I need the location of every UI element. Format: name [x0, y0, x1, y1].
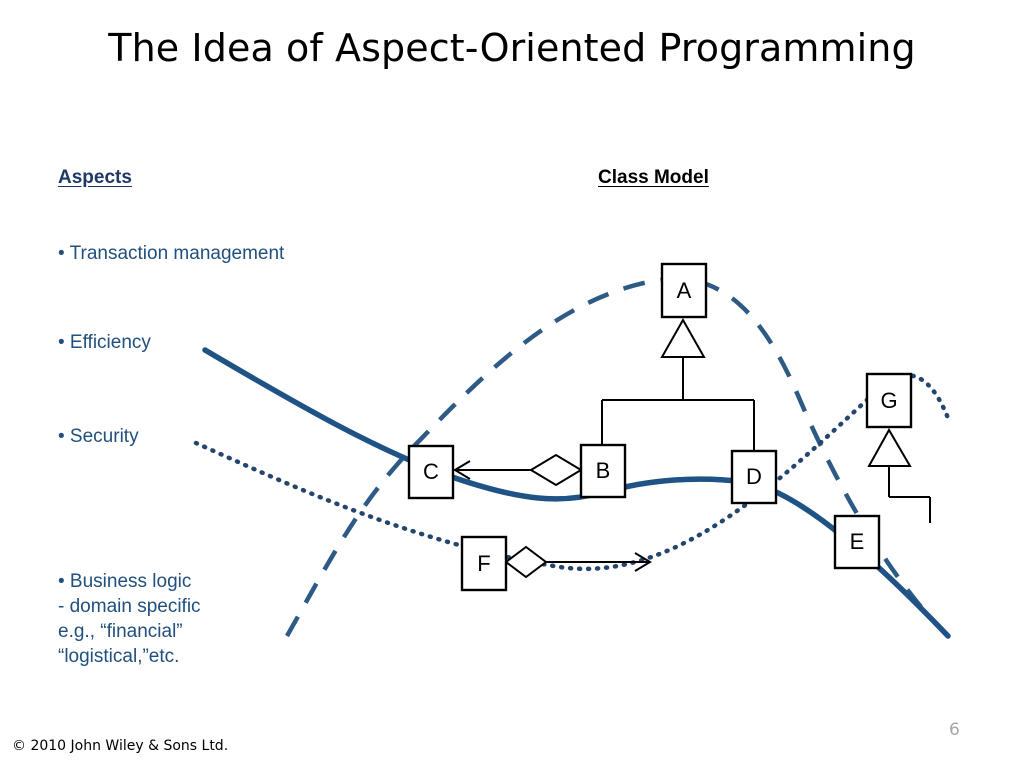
- solid-aspect-curve: [202, 347, 951, 639]
- aggregation-diamond-icon: [504, 545, 548, 579]
- aggregation-b-to-c: [453, 453, 583, 487]
- class-box-rect[interactable]: [833, 514, 881, 570]
- open-arrowhead-icon: [634, 552, 652, 572]
- class-box-label: D: [746, 464, 762, 489]
- class-box-label: F: [477, 551, 490, 576]
- aspect-list-item: • Efficiency: [58, 332, 151, 353]
- class-box-d[interactable]: D: [730, 449, 778, 505]
- class-box-rect[interactable]: [865, 372, 913, 429]
- class-box-rect[interactable]: [407, 444, 455, 500]
- class-box-label: B: [596, 458, 611, 483]
- class-box-rect[interactable]: [579, 443, 627, 499]
- page-title: The Idea of Aspect-Oriented Programming: [108, 26, 916, 70]
- class-box-e[interactable]: E: [833, 514, 881, 570]
- aspect-list-item: • Transaction management: [58, 243, 285, 264]
- class-box-b[interactable]: B: [579, 443, 627, 499]
- inheritance-triangle-icon: [867, 427, 912, 467]
- dashed-aspect-curve: [285, 276, 950, 638]
- aspect-list-item: • Security: [58, 426, 139, 447]
- class-box-label: E: [850, 529, 865, 554]
- class-box-rect[interactable]: [460, 535, 508, 592]
- class-box-g[interactable]: G: [865, 372, 913, 429]
- generalization-a-bd: [601, 317, 755, 451]
- aspect-list-item: • Business logic - domain specific e.g.,…: [58, 571, 201, 668]
- class-box-label: A: [677, 278, 692, 303]
- class-box-c[interactable]: C: [407, 444, 455, 500]
- class-box-label: C: [423, 459, 439, 484]
- footer-copyright: © 2010 John Wiley & Sons Ltd.: [12, 738, 229, 754]
- aggregation-f-to-open: [504, 545, 652, 579]
- class-box-a[interactable]: A: [660, 262, 708, 319]
- generalization-g: [867, 427, 931, 523]
- class-box-label: G: [880, 388, 897, 413]
- aggregation-diamond-icon: [529, 453, 583, 487]
- inheritance-triangle-icon: [660, 317, 706, 358]
- class-model-heading: Class Model: [598, 167, 709, 188]
- class-box-rect[interactable]: [660, 262, 708, 319]
- open-arrowhead-icon: [453, 460, 471, 480]
- class-box-f[interactable]: F: [460, 535, 508, 592]
- aspects-column-heading: Aspects: [58, 167, 132, 188]
- class-box-rect[interactable]: [730, 449, 778, 505]
- page-number: 6: [949, 720, 960, 740]
